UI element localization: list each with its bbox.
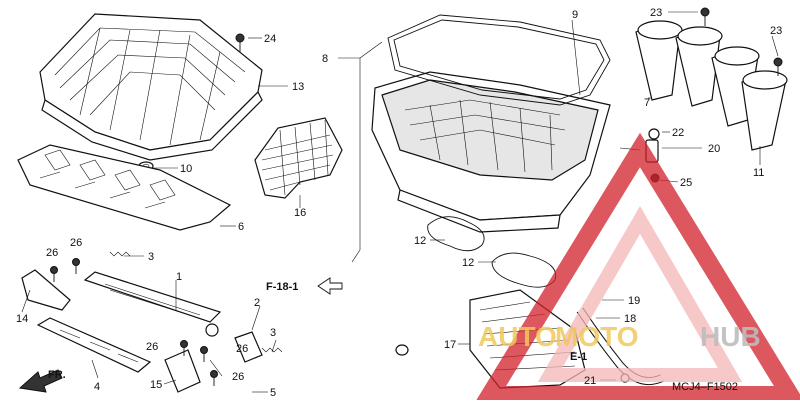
watermark-text-moto: MOTO xyxy=(555,321,638,352)
part-12-seal-lower xyxy=(491,252,557,288)
callout-6: 6 xyxy=(238,221,244,233)
callout-11: 11 xyxy=(753,167,764,179)
callout-19: 19 xyxy=(628,295,640,307)
part-4-plate xyxy=(36,317,152,373)
callout-3-upper: 3 xyxy=(148,251,154,263)
reference-f18-label: F-18-1 xyxy=(266,281,298,293)
callout-2: 2 xyxy=(254,297,260,309)
callout-13: 13 xyxy=(292,81,304,93)
part-13-air-cleaner-cover xyxy=(39,13,263,161)
reference-f18: F-18-1 xyxy=(266,277,343,295)
callout-25: 25 xyxy=(680,177,692,189)
callout-26-a: 26 xyxy=(46,247,58,259)
watermark-text-auto: AUTO xyxy=(478,321,557,352)
callout-labels: 13 10 6 16 24 8 9 23 23 7 11 22 20 25 12… xyxy=(16,7,782,399)
callout-20: 20 xyxy=(708,143,720,155)
callout-26-c: 26 xyxy=(146,341,158,353)
callout-21: 21 xyxy=(584,375,596,387)
callout-24: 24 xyxy=(264,33,276,45)
watermark-text-hub: HUB xyxy=(700,321,761,352)
part-3-spring-upper xyxy=(109,251,131,257)
callout-10: 10 xyxy=(180,163,192,175)
callout-23-right: 23 xyxy=(770,25,782,37)
callout-12-upper: 12 xyxy=(414,235,426,247)
callout-7: 7 xyxy=(644,97,650,109)
part-14-bracket xyxy=(21,269,71,311)
front-arrow-label: FR. xyxy=(48,369,66,381)
diagram-code: MCJ4–F1502 xyxy=(672,381,738,393)
part-1-bracket xyxy=(83,271,222,323)
callout-26-e: 26 xyxy=(236,343,248,355)
reference-e1-label: E-1 xyxy=(570,351,587,363)
callout-5: 5 xyxy=(270,387,276,399)
watermark-text: AUTO MOTO HUB xyxy=(478,321,761,352)
callout-26-b: 26 xyxy=(70,237,82,249)
callout-22: 22 xyxy=(672,127,684,139)
part-2-valve xyxy=(205,323,263,363)
callout-17: 17 xyxy=(444,339,456,351)
part-3-spring-lower xyxy=(261,347,283,353)
part-18-drain-tube xyxy=(347,259,409,356)
callout-16: 16 xyxy=(294,207,306,219)
callout-14: 14 xyxy=(16,313,28,325)
callout-3-lower: 3 xyxy=(270,327,276,339)
part-12-seal-upper xyxy=(427,216,485,252)
callout-8: 8 xyxy=(322,53,328,65)
part-9-seal xyxy=(387,14,611,106)
reference-e1: E-1 xyxy=(570,351,587,363)
part-8-housing xyxy=(371,71,611,233)
callout-12-lower: 12 xyxy=(462,257,474,269)
part-7-funnel-pair xyxy=(635,20,723,107)
part-6-element-plate xyxy=(17,144,232,231)
part-15-clip xyxy=(164,349,201,393)
callout-26-d: 26 xyxy=(232,371,244,383)
callout-1: 1 xyxy=(176,271,182,283)
callout-15: 15 xyxy=(150,379,162,391)
callout-18: 18 xyxy=(624,313,636,325)
watermark-logo xyxy=(473,132,800,404)
screw-icon xyxy=(50,7,783,386)
part-11-funnel-pair xyxy=(711,46,788,151)
callout-23-top: 23 xyxy=(650,7,662,19)
part-16-intake-duct xyxy=(254,117,343,199)
callout-4: 4 xyxy=(94,381,100,393)
front-arrow: FR. xyxy=(18,369,66,393)
callout-9: 9 xyxy=(572,9,578,21)
